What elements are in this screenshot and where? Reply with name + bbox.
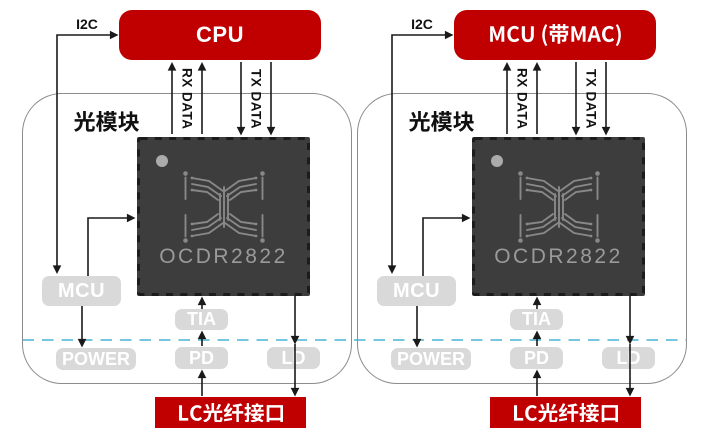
chip-part-number: OCDR2822 bbox=[159, 245, 288, 268]
module-enclosure bbox=[357, 93, 687, 384]
enclosure-label: 光模块 bbox=[409, 111, 474, 137]
pd-label: PD bbox=[523, 347, 549, 368]
lc-fiber-connector-box: LC光纤接口 bbox=[490, 397, 641, 428]
host-box: CPU bbox=[119, 10, 321, 60]
rx-data-label: RX DATA bbox=[514, 68, 530, 130]
chip-pin-pads bbox=[472, 137, 645, 296]
mcu-box: MCU bbox=[377, 276, 456, 306]
lc-fiber-connector-label-glyphs bbox=[178, 402, 283, 423]
i2c-label: I2C bbox=[411, 16, 433, 32]
chip-logo-icon bbox=[183, 171, 265, 243]
tx-data-label: TX DATA bbox=[583, 69, 599, 129]
chip: OCDR2822 bbox=[137, 137, 310, 296]
tia-label: TIA bbox=[522, 309, 551, 329]
rx-data-label: RX DATA bbox=[179, 68, 195, 130]
chip-pin1-marker-icon bbox=[156, 155, 168, 167]
mcu-box: MCU bbox=[42, 276, 121, 306]
pd-box: PD bbox=[175, 347, 228, 369]
chip-logo-icon bbox=[518, 171, 600, 243]
pd-box: PD bbox=[510, 347, 563, 369]
lc-fiber-connector-box: LC光纤接口 bbox=[155, 397, 306, 428]
ld-box: LD bbox=[267, 347, 320, 369]
tia-box: TIA bbox=[175, 309, 228, 330]
enclosure-label: 光模块 bbox=[74, 111, 139, 137]
mcu-label: MCU bbox=[392, 279, 441, 302]
enclosure-label-glyphs bbox=[409, 111, 474, 132]
tia-label: TIA bbox=[187, 309, 216, 329]
ld-box: LD bbox=[602, 347, 655, 369]
chip: OCDR2822 bbox=[472, 137, 645, 296]
ld-label: LD bbox=[616, 347, 641, 368]
optical-module-right: MCU (带MAC) I2C RX DATA TX DATA 光模块 bbox=[357, 0, 687, 440]
lc-fiber-connector-label-glyphs bbox=[513, 402, 618, 423]
chip-pin-pads bbox=[137, 137, 310, 296]
power-box: POWER bbox=[391, 348, 471, 370]
chip-pin1-marker-icon bbox=[491, 155, 503, 167]
module-enclosure bbox=[22, 93, 352, 384]
ld-label: LD bbox=[281, 347, 306, 368]
tia-box: TIA bbox=[510, 309, 563, 330]
host-label-glyphs bbox=[489, 24, 621, 46]
power-label: POWER bbox=[61, 348, 130, 369]
host-label: CPU bbox=[196, 22, 244, 47]
optical-module-left: CPU I2C RX DATA TX DATA 光模块 bbox=[22, 0, 352, 440]
i2c-label: I2C bbox=[76, 16, 98, 32]
mcu-label: MCU bbox=[57, 279, 106, 302]
host-box: MCU (带MAC) bbox=[454, 10, 656, 60]
pd-label: PD bbox=[188, 347, 214, 368]
tx-data-label: TX DATA bbox=[248, 69, 264, 129]
enclosure-label-glyphs bbox=[74, 111, 139, 132]
chip-part-number: OCDR2822 bbox=[494, 245, 623, 268]
power-box: POWER bbox=[56, 348, 136, 370]
power-label: POWER bbox=[396, 348, 465, 369]
